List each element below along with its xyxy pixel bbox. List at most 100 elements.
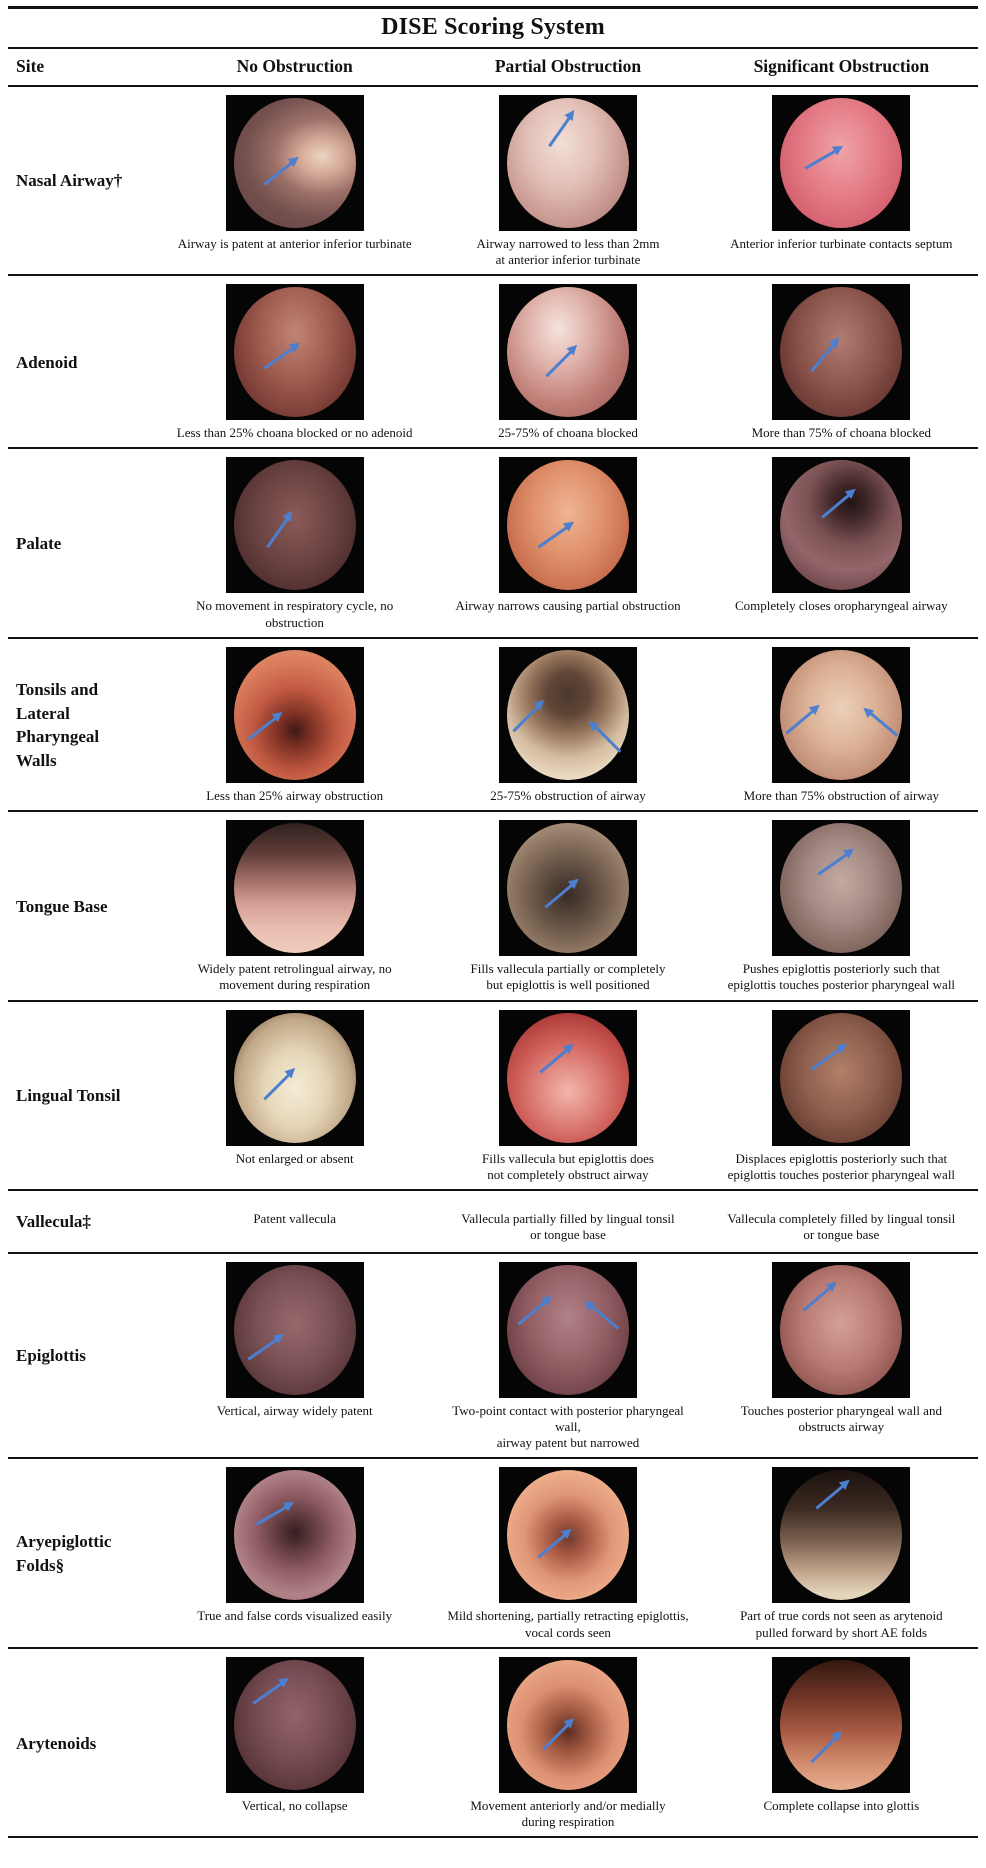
site-label: Aryepiglottic Folds§ (16, 1532, 112, 1575)
table-row: Nasal Airway† Airway is patent at anteri… (8, 87, 978, 276)
grade-caption: Pushes epiglottis posteriorly such that … (727, 961, 956, 993)
grade-caption: No movement in respiratory cycle, no obs… (196, 598, 394, 630)
table-row: Tongue Base Widely patent retrolingual a… (8, 812, 978, 1002)
grade-caption: Mild shortening, partially retracting ep… (447, 1608, 689, 1640)
endoscopy-image (225, 284, 364, 420)
table-row: Palate No movement in respiratory cycle,… (8, 449, 978, 639)
grade-caption: Vallecula partially filled by lingual to… (461, 1211, 675, 1243)
grade-caption: Part of true cords not seen as arytenoid… (740, 1608, 943, 1640)
header-partial-obstruction: Partial Obstruction (494, 55, 642, 76)
endoscopy-image (225, 646, 364, 783)
grade-caption: Less than 25% choana blocked or no adeno… (176, 425, 413, 440)
endoscopy-image (498, 1467, 637, 1604)
endoscopy-image (225, 457, 364, 594)
site-label: Tongue Base (16, 896, 108, 916)
endoscopy-image (225, 94, 364, 231)
endoscope-view (780, 1264, 903, 1395)
endoscope-view (780, 649, 903, 780)
endoscopy-image (498, 457, 637, 594)
endoscope-view (233, 97, 356, 228)
endoscope-view (506, 287, 629, 417)
endoscopy-image (225, 1467, 364, 1604)
grade-cell: Completely closes oropharyngeal airway (705, 457, 978, 631)
grade-caption: Airway narrows causing partial obstructi… (455, 598, 681, 614)
grade-caption: Two-point contact with posterior pharyng… (452, 1402, 684, 1451)
endoscope-view (506, 1012, 629, 1143)
endoscope-view (780, 287, 903, 417)
endoscope-view (233, 1470, 356, 1601)
endoscopy-image (225, 1009, 364, 1146)
endoscopy-image (225, 1656, 364, 1793)
site-label: Arytenoids (16, 1733, 97, 1753)
grade-caption: Movement anteriorly and/or medially duri… (470, 1797, 666, 1829)
grade-caption: 25-75% obstruction of airway (490, 787, 646, 803)
grade-cell: Vallecula completely filled by lingual t… (705, 1201, 978, 1244)
grade-cell: Vertical, no collapse (158, 1656, 431, 1831)
endoscope-view (780, 1012, 903, 1143)
grade-cell: Less than 25% choana blocked or no adeno… (158, 284, 431, 441)
grade-cell: More than 75% of choana blocked (705, 284, 978, 441)
grade-cell: Not enlarged or absent (158, 1009, 431, 1184)
grade-caption: Displaces epiglottis posteriorly such th… (727, 1150, 956, 1182)
endoscope-view (233, 823, 356, 953)
grade-cell: Anterior inferior turbinate contacts sep… (705, 94, 978, 269)
grade-caption: More than 75% of choana blocked (751, 425, 932, 440)
endoscopy-image (498, 820, 637, 956)
grade-cell: Airway is patent at anterior inferior tu… (158, 94, 431, 269)
endoscope-view (233, 1012, 356, 1143)
grade-caption: Completely closes oropharyngeal airway (735, 598, 948, 614)
endoscope-view (233, 1264, 356, 1395)
site-label: Lingual Tonsil (16, 1086, 121, 1106)
grade-cell: Fills vallecula but epiglottis does not … (431, 1009, 704, 1184)
grade-cell: Part of true cords not seen as arytenoid… (705, 1467, 978, 1641)
endoscopy-image (498, 1009, 637, 1146)
grade-cell: Complete collapse into glottis (705, 1656, 978, 1831)
column-header-row: Site No Obstruction Partial Obstruction … (8, 49, 978, 87)
endoscopy-image (772, 1656, 911, 1793)
grade-caption: Touches posterior pharyngeal wall and ob… (740, 1402, 942, 1434)
endoscopy-image (772, 457, 911, 594)
grade-caption: 25-75% of choana blocked (498, 425, 638, 440)
site-label: Adenoid (16, 352, 78, 372)
grade-caption: Not enlarged or absent (235, 1150, 354, 1166)
grade-cell: Mild shortening, partially retracting ep… (431, 1467, 704, 1641)
grade-cell: No movement in respiratory cycle, no obs… (158, 457, 431, 631)
endoscopy-image (772, 646, 911, 783)
grade-cell: Airway narrowed to less than 2mm at ante… (431, 94, 704, 269)
grade-caption: Fills vallecula but epiglottis does not … (482, 1150, 654, 1182)
site-label: Palate (16, 534, 62, 554)
title-bar: DISE Scoring System (8, 9, 978, 49)
endoscopy-image (498, 284, 637, 420)
grade-caption: Widely patent retrolingual airway, no mo… (197, 961, 392, 993)
grade-cell: More than 75% obstruction of airway (705, 646, 978, 804)
grade-cell: Movement anteriorly and/or medially duri… (431, 1656, 704, 1831)
grade-cell: Touches posterior pharyngeal wall and ob… (705, 1261, 978, 1452)
grade-cell: Widely patent retrolingual airway, no mo… (158, 820, 431, 994)
grade-cell: 25-75% obstruction of airway (431, 646, 704, 804)
endoscopy-image (772, 94, 911, 231)
grade-cell: Two-point contact with posterior pharyng… (431, 1261, 704, 1452)
grade-caption: Vertical, airway widely patent (216, 1402, 373, 1418)
table-row: Aryepiglottic Folds§ True and false cord… (8, 1459, 978, 1649)
endoscope-view (780, 1659, 903, 1790)
endoscope-view (506, 1264, 629, 1395)
site-label: Nasal Airway† (16, 171, 123, 191)
grade-caption: True and false cords visualized easily (197, 1608, 393, 1624)
endoscopy-image (772, 820, 911, 956)
grade-caption: Anterior inferior turbinate contacts sep… (730, 235, 953, 251)
endoscopy-image (498, 94, 637, 231)
table-body: Nasal Airway† Airway is patent at anteri… (8, 87, 978, 1839)
grade-caption: Less than 25% airway obstruction (206, 787, 384, 803)
grade-cell: Displaces epiglottis posteriorly such th… (705, 1009, 978, 1184)
grade-cell: Pushes epiglottis posteriorly such that … (705, 820, 978, 994)
grade-cell: Patent vallecula (158, 1201, 431, 1244)
endoscopy-image (225, 820, 364, 956)
site-label: Tonsils and Lateral Pharyngeal Walls (16, 679, 100, 771)
table-row: Lingual Tonsil Not enlarged or absent Fil… (8, 1002, 978, 1191)
grade-cell: Vallecula partially filled by lingual to… (431, 1201, 704, 1244)
top-rule (8, 6, 978, 9)
endoscopy-image (225, 1261, 364, 1398)
